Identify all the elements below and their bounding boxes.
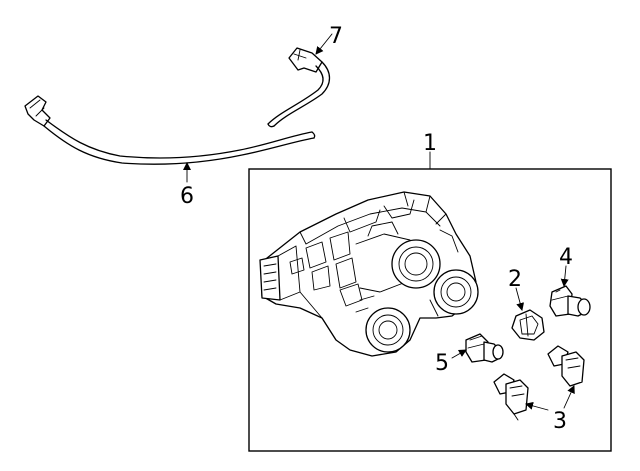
callout-3: 3 <box>553 409 567 434</box>
leader-7 <box>315 33 333 55</box>
part-5-bulb <box>465 333 504 363</box>
part-7-connector-tube <box>267 47 331 128</box>
part-3-bulb-right <box>547 345 585 387</box>
callout-5: 5 <box>435 351 449 376</box>
callout-7: 7 <box>329 24 343 49</box>
headlamp-housing <box>259 191 479 357</box>
callout-6: 6 <box>180 184 194 209</box>
part-6-harness <box>24 95 316 165</box>
part-3-bulb-left <box>493 373 529 421</box>
leader-4 <box>560 265 569 287</box>
part-4-bulb <box>549 285 591 317</box>
callout-4: 4 <box>559 245 573 270</box>
leader-2 <box>515 287 525 311</box>
callout-2: 2 <box>508 267 522 292</box>
callout-1: 1 <box>423 131 437 156</box>
leader-3a <box>525 401 549 411</box>
leader-5 <box>451 349 467 359</box>
leader-3b <box>563 385 575 409</box>
part-2-socket <box>511 309 545 341</box>
